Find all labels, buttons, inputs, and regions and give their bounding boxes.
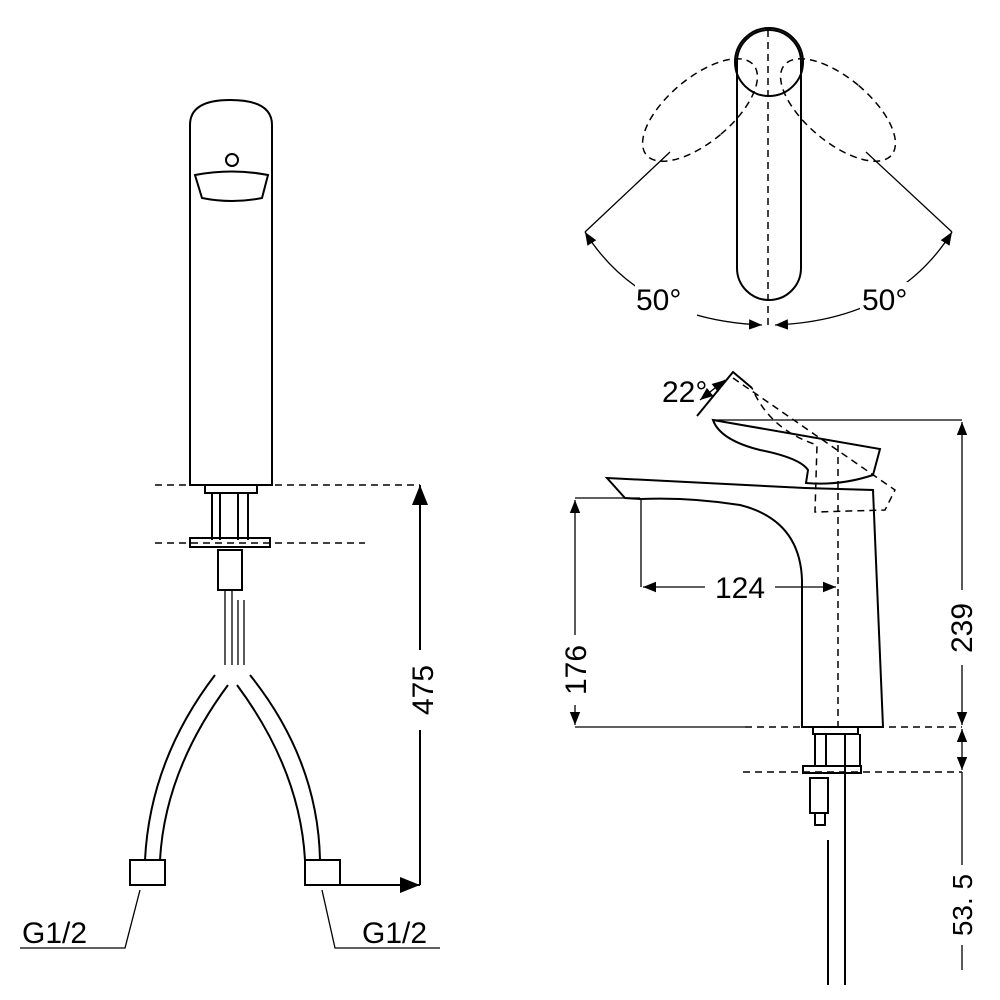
connector <box>217 549 243 591</box>
angle-22-lines <box>696 370 753 417</box>
connector-left-label: G1/2 <box>22 917 87 950</box>
shanks <box>211 493 249 540</box>
ext-spout <box>575 497 642 587</box>
faucet-body-side <box>604 476 885 728</box>
sensor-icon <box>225 153 239 167</box>
mount-dashed-lines <box>155 484 420 544</box>
dim-53-5-label: 53. 5 <box>947 874 978 936</box>
base-plate <box>204 484 258 494</box>
hose-upper <box>224 590 245 665</box>
dim-124-label: 124 <box>715 572 765 605</box>
cartridge-top <box>734 27 804 97</box>
lever-angle-label: 22° <box>662 376 707 409</box>
lever-side <box>711 418 882 485</box>
dim-475-label: 475 <box>407 665 440 715</box>
connector-tip <box>814 812 826 826</box>
shanks-side <box>814 734 861 985</box>
lever-raised-position <box>732 377 896 513</box>
lever-right-position <box>779 58 897 162</box>
lever-left-position <box>641 58 759 162</box>
connector-right-label: G1/2 <box>362 917 427 950</box>
faucet-body-front <box>189 98 273 486</box>
dim-239-label: 239 <box>946 603 979 653</box>
angle-left-label: 50° <box>636 284 681 317</box>
connector-side <box>809 777 829 814</box>
nozzle-front <box>193 170 270 202</box>
dim-176-label: 176 <box>560 645 593 695</box>
top-view: 50° 50° <box>584 27 953 330</box>
hoses <box>144 674 321 861</box>
mount-plate-side <box>802 765 862 774</box>
mount-plate <box>189 537 271 548</box>
angle-lines <box>584 151 953 233</box>
front-view: 475 G1/2 G1/2 <box>20 98 440 950</box>
base-plate-side <box>812 726 859 735</box>
connector-leaders <box>20 889 440 949</box>
angle-22-arrow <box>699 379 726 401</box>
angle-right-label: 50° <box>862 284 907 317</box>
side-view: 22° 239 176 124 53. 5 <box>560 370 979 985</box>
hose-nuts <box>129 859 341 886</box>
lever-top <box>736 29 802 301</box>
